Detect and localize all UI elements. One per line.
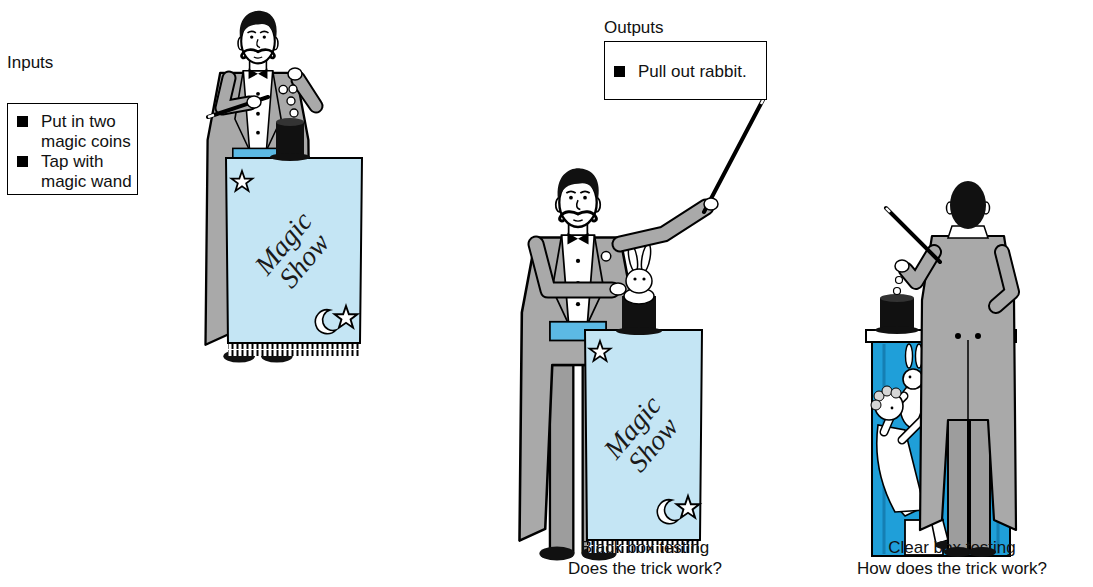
caption-question: Does the trick work? bbox=[568, 559, 722, 579]
magic-table bbox=[228, 342, 360, 344]
bullet-square bbox=[614, 66, 625, 77]
black-box-magician bbox=[620, 207, 706, 244]
back-view-magician bbox=[895, 260, 909, 272]
black-box-magician bbox=[642, 277, 645, 280]
hidden-assistant bbox=[882, 386, 892, 396]
black-box-magician bbox=[620, 207, 706, 244]
black-box-magician bbox=[633, 277, 636, 280]
list-row: Put in two magic coins bbox=[17, 112, 137, 152]
list-row: Pull out rabbit. bbox=[614, 62, 766, 82]
black-box-magician bbox=[677, 496, 700, 518]
black-box-magician bbox=[585, 330, 702, 540]
back-view-magician bbox=[996, 252, 1012, 306]
list-item: Pull out rabbit. bbox=[638, 62, 766, 82]
magic-table bbox=[276, 122, 304, 156]
black-box-magician bbox=[520, 96, 766, 560]
box-heading: Outputs bbox=[604, 18, 767, 38]
black-box-magician bbox=[590, 341, 611, 361]
black-box-magician bbox=[610, 283, 626, 295]
back-view-magician bbox=[894, 288, 901, 295]
back-view-magician bbox=[996, 252, 1012, 306]
back-view-magician bbox=[970, 420, 990, 550]
black-box-magician bbox=[616, 327, 662, 335]
hidden-assistant bbox=[909, 376, 912, 379]
bullet-square bbox=[17, 116, 28, 127]
caption-question: How does the trick work? bbox=[857, 559, 1047, 579]
list-item: Put in two magic coins bbox=[41, 112, 136, 152]
front-magician bbox=[289, 85, 297, 93]
black-box-magician bbox=[640, 244, 653, 273]
hidden-assistant bbox=[891, 388, 901, 398]
front-magician bbox=[298, 78, 316, 106]
hidden-assistant bbox=[903, 369, 923, 389]
back-view-magician bbox=[955, 333, 961, 339]
front-magician bbox=[287, 97, 295, 105]
magic-table bbox=[315, 310, 336, 334]
magician-arm bbox=[247, 96, 261, 108]
magic-table bbox=[232, 171, 253, 191]
hidden-assistant bbox=[871, 400, 881, 410]
clear-box-table bbox=[875, 326, 919, 334]
back-view-magician bbox=[967, 340, 969, 420]
magic-table bbox=[226, 158, 362, 343]
black-box-magician bbox=[626, 269, 652, 293]
box-frame: Put in two magic coinsTap with magic wan… bbox=[7, 103, 138, 195]
back-view-magician bbox=[975, 333, 981, 339]
magic-table bbox=[276, 118, 304, 126]
back-view-magician bbox=[906, 252, 934, 282]
bullet-square bbox=[17, 156, 28, 167]
magic-table bbox=[228, 343, 360, 356]
inputs-box: InputsPut in two magic coinsTap with mag… bbox=[7, 53, 138, 73]
magician-arm bbox=[208, 78, 268, 117]
back-view-magician bbox=[920, 236, 1016, 530]
back-view-magician bbox=[886, 181, 1016, 557]
box-frame: Pull out rabbit. bbox=[604, 41, 767, 100]
magician-arm bbox=[208, 97, 268, 117]
caption-title: Black box testing bbox=[581, 538, 710, 558]
back-view-magician bbox=[950, 181, 986, 229]
black-box-magician bbox=[704, 96, 765, 212]
back-view-magician bbox=[886, 208, 890, 212]
magic-table bbox=[270, 153, 310, 161]
magician-arm bbox=[208, 115, 214, 117]
black-box-magician bbox=[536, 244, 612, 290]
list-row: Tap with magic wand bbox=[17, 152, 137, 192]
outputs-box: OutputsPull out rabbit. bbox=[604, 18, 767, 38]
caption-title: Clear box testing bbox=[888, 538, 1016, 558]
back-view-magician bbox=[896, 277, 903, 284]
back-view-magician bbox=[906, 252, 934, 282]
hidden-assistant bbox=[891, 407, 894, 410]
front-magician bbox=[288, 68, 302, 80]
magic-table bbox=[226, 118, 362, 356]
box-heading: Inputs bbox=[7, 53, 138, 73]
black-box-magician bbox=[657, 500, 678, 524]
black-box-magician bbox=[704, 198, 718, 210]
back-view-magician bbox=[886, 208, 940, 262]
clear-box-table bbox=[880, 298, 914, 330]
list-item: Tap with magic wand bbox=[41, 152, 136, 192]
front-magician bbox=[298, 78, 316, 106]
clear-box-table bbox=[880, 294, 914, 302]
black-box-magician bbox=[536, 244, 612, 290]
front-magician bbox=[290, 109, 298, 117]
back-view-magician bbox=[948, 420, 968, 550]
hidden-assistant bbox=[906, 344, 913, 368]
magic-table bbox=[335, 306, 358, 328]
